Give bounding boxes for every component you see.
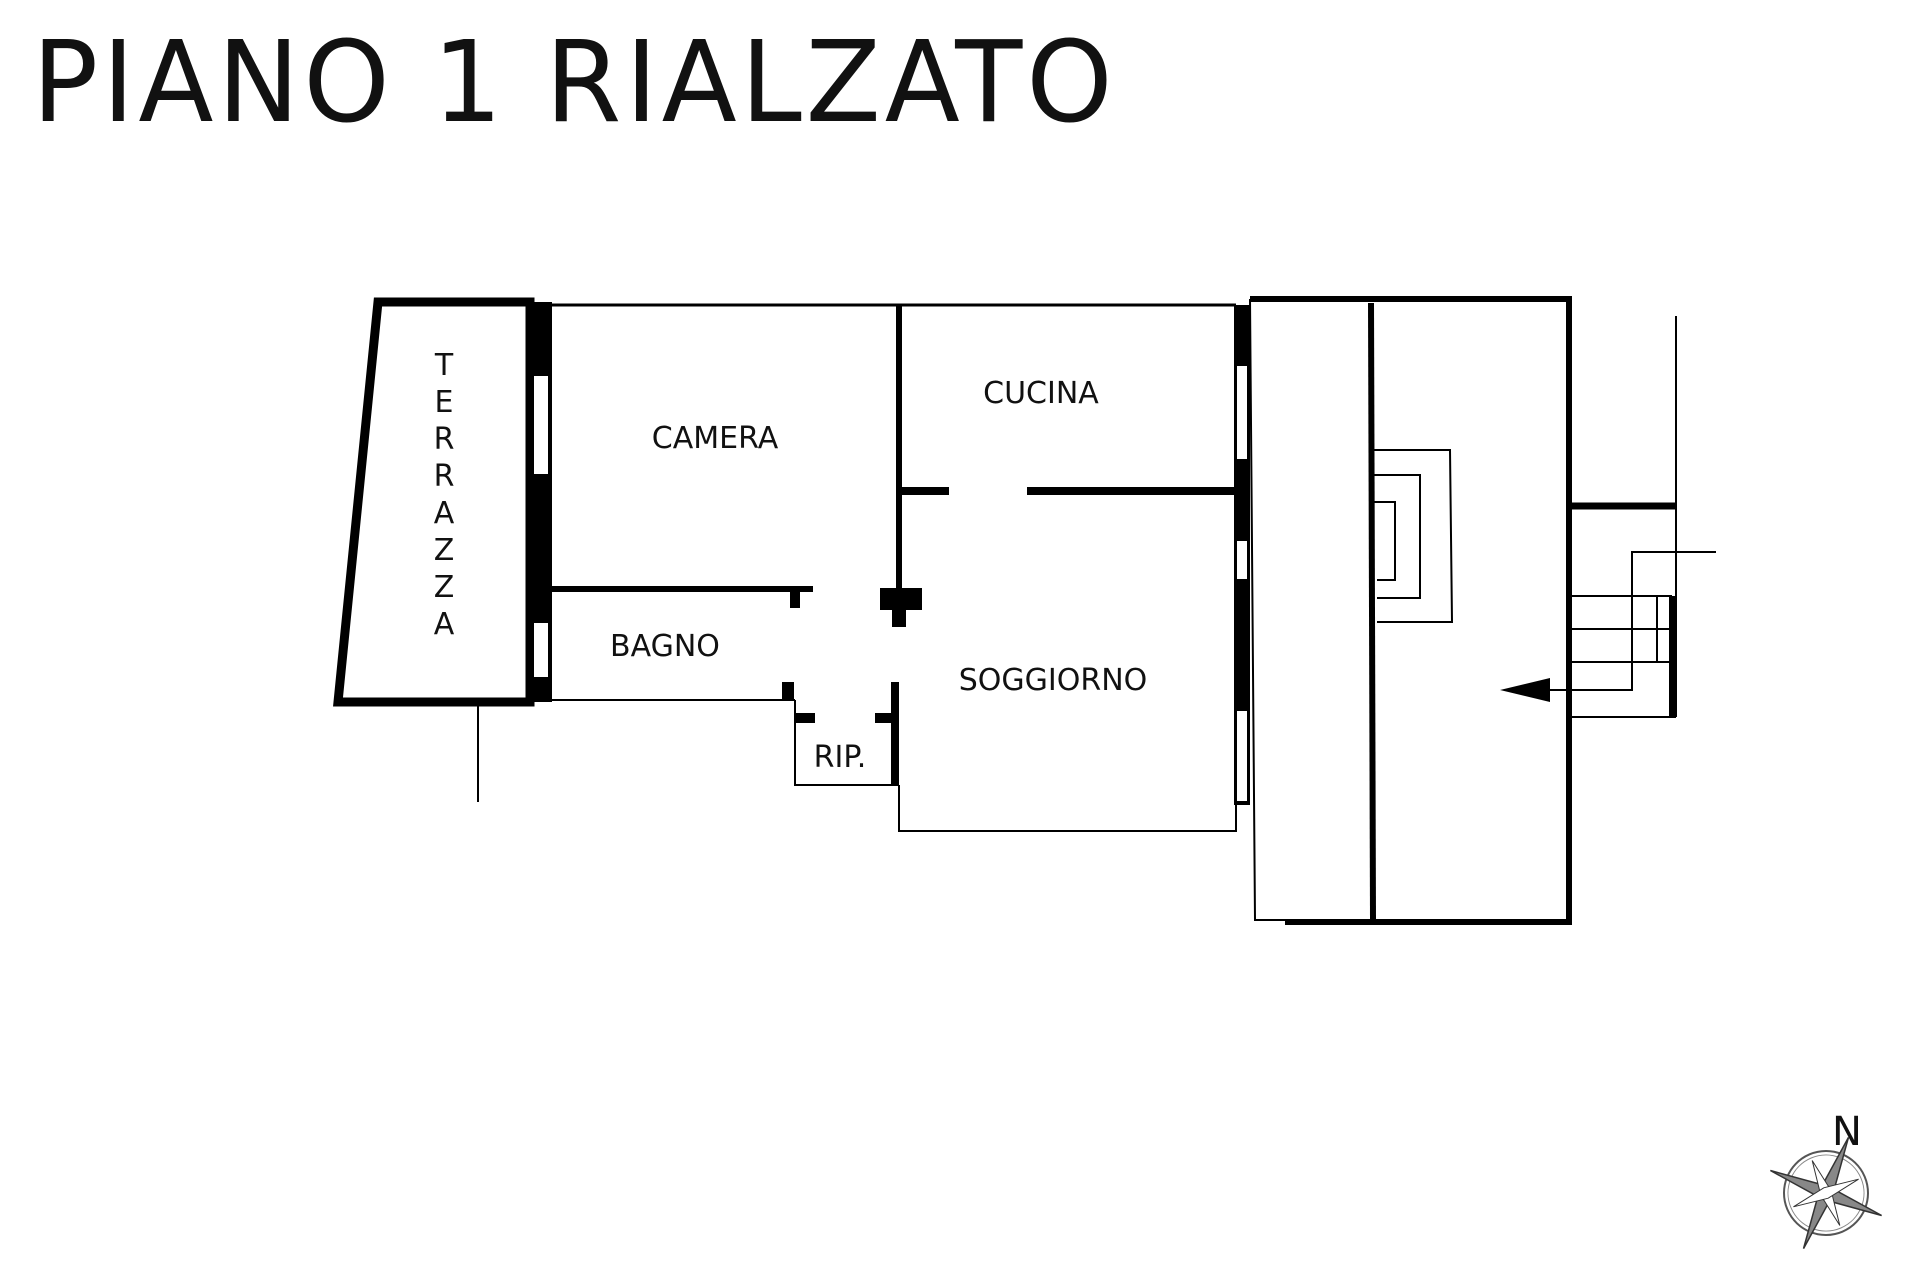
terrazza-letter: A <box>434 496 455 531</box>
room-label-bagno: BAGNO <box>610 629 720 664</box>
terrazza-letter: R <box>434 422 455 457</box>
terrazza-letter: E <box>435 385 454 420</box>
room-label-cucina: CUCINA <box>983 376 1099 411</box>
walls <box>333 296 1716 925</box>
room-label-camera: CAMERA <box>652 421 779 456</box>
window <box>1235 709 1249 803</box>
compass-north-label: N <box>1832 1109 1862 1155</box>
window <box>532 621 550 679</box>
window <box>1235 364 1249 461</box>
room-label-ripostiglio: RIP. <box>814 740 867 775</box>
terrazza-letter: Z <box>434 570 455 605</box>
window <box>1235 539 1249 581</box>
terrazza-letter: A <box>434 607 455 642</box>
terrazza-letter: T <box>434 348 454 383</box>
window <box>532 374 550 476</box>
terrazza-letter: R <box>434 459 455 494</box>
entrance-arrow-icon <box>1500 678 1550 702</box>
terrazza-letter: Z <box>434 533 455 568</box>
page-title: PIANO 1 RIALZATO <box>32 18 1117 148</box>
room-label-soggiorno: SOGGIORNO <box>959 663 1148 698</box>
compass-rose-icon <box>1770 1137 1882 1249</box>
